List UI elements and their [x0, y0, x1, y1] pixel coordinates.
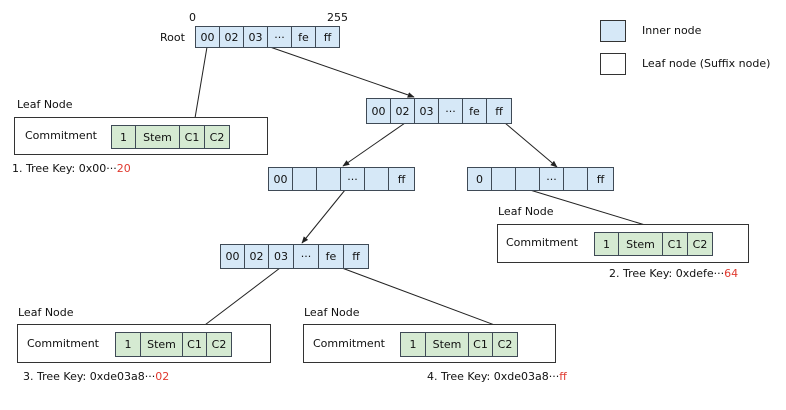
legend-leaf-label: Leaf node (Suffix node)	[642, 57, 771, 70]
leaf1-tree-key: 1. Tree Key: 0x00···20	[12, 162, 131, 176]
inner-cell: ···	[438, 98, 463, 124]
leaf1-commitment-label: Commitment	[25, 129, 97, 142]
edge-root-to-level1	[269, 46, 415, 98]
leaf1-cell: Stem	[135, 125, 180, 149]
root-cell: ff	[315, 26, 340, 48]
inner-cell	[364, 167, 389, 191]
leaf4-commitment-label: Commitment	[313, 337, 385, 350]
inner-cell: ff	[388, 167, 415, 191]
inner-cell: 00	[268, 167, 293, 191]
root-index-start: 0	[189, 11, 196, 24]
legend-inner-label: Inner node	[642, 24, 702, 37]
leaf3-cell: Stem	[140, 332, 183, 357]
leaf3-cell: C2	[206, 332, 232, 357]
tree-key-suffix: 64	[724, 267, 739, 280]
edge-level2-left-to-level3	[301, 189, 346, 244]
leaf2-cell: 1	[594, 232, 619, 256]
root-cell: 02	[219, 26, 244, 48]
tree-key-suffix: 02	[155, 370, 170, 383]
inner-cell: 02	[390, 98, 415, 124]
leaf4-cell: C2	[492, 332, 518, 357]
leaf3-tree-key: 3. Tree Key: 0xde03a8···02	[23, 370, 169, 384]
legend-leaf-swatch	[600, 53, 626, 75]
inner-cell: ···	[539, 167, 564, 191]
inner-cell: ff	[486, 98, 512, 124]
leaf4-cell: C1	[468, 332, 493, 357]
root-cell: 03	[243, 26, 268, 48]
inner-cell: fe	[462, 98, 487, 124]
leaf1-title: Leaf Node	[17, 98, 73, 111]
tree-key-suffix: 20	[116, 162, 131, 175]
leaf4-title: Leaf Node	[304, 306, 360, 319]
inner-cell	[515, 167, 540, 191]
inner-cell	[563, 167, 588, 191]
leaf3-title: Leaf Node	[18, 306, 74, 319]
leaf1-cell: C1	[179, 125, 205, 149]
leaf4-cell: 1	[400, 332, 426, 357]
inner-cell	[292, 167, 317, 191]
edge-root-to-leaf1	[192, 46, 208, 125]
root-index-end: 255	[327, 11, 348, 24]
inner-cell: 03	[268, 244, 294, 269]
root-cell: 00	[195, 26, 220, 48]
leaf2-cell: C1	[662, 232, 688, 256]
tree-key-prefix: 1. Tree Key: 0x00···	[12, 162, 117, 175]
leaf4-tree-key: 4. Tree Key: 0xde03a8···ff	[427, 370, 567, 384]
tree-key-prefix: 4. Tree Key: 0xde03a8···	[427, 370, 560, 383]
inner-cell: 00	[366, 98, 391, 124]
leaf2-cell: Stem	[618, 232, 663, 256]
tree-key-prefix: 3. Tree Key: 0xde03a8···	[23, 370, 156, 383]
leaf3-cell: C1	[182, 332, 207, 357]
leaf1-cell: 1	[111, 125, 136, 149]
inner-cell: ff	[587, 167, 614, 191]
leaf2-title: Leaf Node	[498, 205, 554, 218]
leaf3-cell: 1	[115, 332, 141, 357]
inner-cell: 03	[414, 98, 439, 124]
inner-cell	[316, 167, 341, 191]
leaf1-cell: C2	[204, 125, 230, 149]
leaf4-cell: Stem	[425, 332, 469, 357]
edge-level1-to-level2-left	[342, 122, 406, 167]
tree-key-suffix: ff	[559, 370, 567, 383]
leaf2-commitment-label: Commitment	[506, 236, 578, 249]
inner-cell: ···	[293, 244, 319, 269]
root-label: Root	[160, 31, 185, 44]
inner-cell: 0	[467, 167, 492, 191]
leaf2-cell: C2	[687, 232, 713, 256]
inner-cell: 00	[220, 244, 245, 269]
legend-inner-swatch	[600, 20, 626, 42]
inner-cell	[491, 167, 516, 191]
tree-key-prefix: 2. Tree Key: 0xdefe···	[609, 267, 725, 280]
inner-cell: ff	[343, 244, 369, 269]
edge-level3-to-leaf3	[192, 267, 281, 335]
root-cell: ···	[267, 26, 292, 48]
inner-cell: ···	[340, 167, 365, 191]
inner-cell: fe	[318, 244, 344, 269]
leaf2-tree-key: 2. Tree Key: 0xdefe···64	[609, 267, 738, 281]
edge-level1-to-level2-right	[504, 122, 558, 168]
leaf3-commitment-label: Commitment	[27, 337, 99, 350]
root-cell: fe	[291, 26, 316, 48]
edge-level3-to-leaf4	[341, 267, 517, 334]
inner-cell: 02	[244, 244, 269, 269]
